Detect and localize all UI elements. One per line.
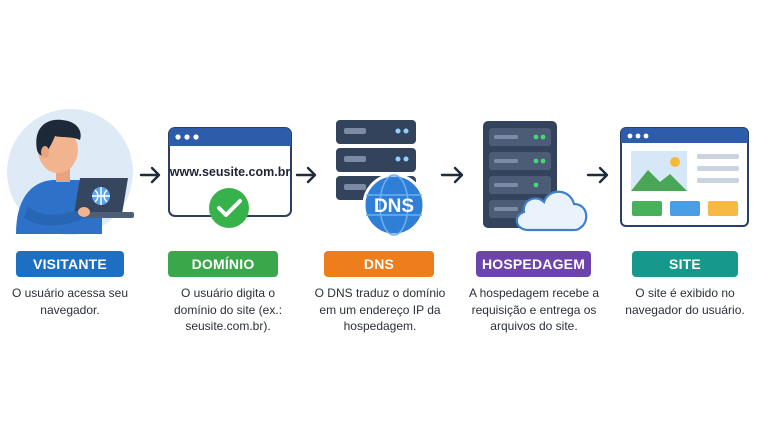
user-at-laptop-icon <box>7 109 134 235</box>
arrow-icon <box>139 166 161 184</box>
step-label-site: SITE <box>632 251 738 277</box>
step-description-dominio: O usuário digita o domínio do site (ex.:… <box>173 286 283 333</box>
domain-text: www.seusite.com.br <box>169 165 291 179</box>
step-description-visitante: O usuário acessa seu navegador. <box>11 286 129 317</box>
step-label-dominio: DOMÍNIO <box>168 251 278 277</box>
arrow-icon <box>295 166 317 184</box>
dns-server-globe-icon: DNS <box>336 120 426 237</box>
browser-check-icon: www.seusite.com.br <box>168 127 292 228</box>
step-label-dns: DNS <box>324 251 434 277</box>
website-layout-icon <box>620 127 749 227</box>
server-cloud-icon <box>483 121 588 232</box>
step-label-visitante: VISITANTE <box>16 251 124 277</box>
step-description-site: O site é exibido no navegador do usuário… <box>625 286 745 317</box>
step-description-hospedagem: A hospedagem recebe a requisição e entre… <box>468 286 600 333</box>
step-label-hospedagem: HOSPEDAGEM <box>476 251 591 277</box>
step-description-dns: O DNS traduz o domínio em um endereço IP… <box>314 286 446 333</box>
arrow-icon <box>586 166 609 184</box>
arrow-icon <box>440 166 464 184</box>
dns-badge-text: DNS <box>374 196 414 217</box>
